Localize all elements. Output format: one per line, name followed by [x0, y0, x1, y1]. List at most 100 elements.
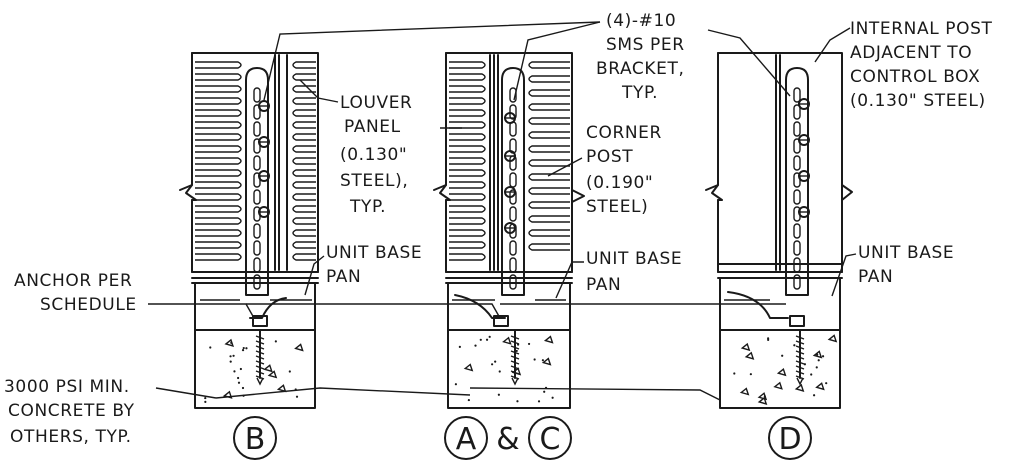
louver-slat — [195, 205, 242, 213]
aggregate-dot — [467, 398, 470, 402]
aggregate-dot — [821, 355, 825, 358]
aggregate-dot — [803, 363, 807, 366]
louver-slat — [195, 121, 242, 129]
aggregate-stone — [773, 381, 783, 390]
louver-slat — [528, 229, 570, 237]
callouts: (4)-#10 SMS PER BRACKET, TYP. INTERNAL P… — [4, 11, 992, 447]
corner-post-leader — [547, 157, 583, 177]
louver-slat — [528, 103, 570, 111]
detail-d-break-mark-left — [705, 184, 723, 201]
tag-c-circle — [528, 416, 572, 460]
thread-mark — [510, 340, 520, 345]
aggregate-stone — [267, 370, 278, 379]
louver-slat — [195, 217, 242, 225]
louver-slat — [449, 217, 486, 225]
tag-c: C — [540, 422, 561, 457]
detail-d-screws — [798, 98, 810, 218]
bracket-slot — [509, 257, 517, 273]
screw-head — [798, 206, 810, 218]
louver-slat — [449, 205, 486, 213]
louver-slat — [195, 61, 242, 69]
louver-slat — [292, 169, 316, 177]
thread-mark — [255, 365, 265, 370]
sms-leader-ac — [513, 21, 601, 101]
detail-b-concrete — [194, 329, 316, 409]
louver-slat — [449, 145, 486, 153]
louver-slat — [292, 97, 316, 105]
thread-mark — [255, 360, 265, 365]
aggregate-dot — [239, 367, 242, 371]
bolt-tip — [256, 377, 264, 386]
aggregate-dot — [817, 359, 820, 362]
leader-lines — [148, 21, 857, 401]
bracket-slot — [793, 240, 801, 256]
corner-callout-line1: CORNER — [586, 123, 662, 143]
bracket-slot — [253, 257, 261, 273]
concrete-leader-ac — [215, 387, 471, 399]
thread-mark — [510, 335, 520, 340]
thread-mark — [795, 360, 805, 365]
aggregate-dot — [237, 381, 241, 384]
louver-slat — [449, 109, 486, 117]
louver-slat — [195, 229, 242, 237]
aggregate-dot — [488, 335, 491, 338]
corner-callout-line3: (0.190" — [586, 173, 653, 193]
aggregate-dot — [241, 349, 245, 352]
louver-slat — [528, 159, 570, 167]
aggregate-dot — [229, 355, 232, 358]
internal-post-leader — [814, 27, 851, 63]
screw-head — [798, 98, 810, 110]
sms-leader-b — [263, 21, 601, 101]
aggregate-dot — [245, 347, 248, 350]
louver-slat — [292, 181, 316, 189]
detail-ac-screws — [504, 112, 516, 234]
detail-b-bracket-slots — [253, 87, 261, 290]
louver-slat — [528, 89, 570, 97]
louver-slat — [528, 145, 570, 153]
louver-slat — [195, 109, 242, 117]
aggregate-dot — [763, 395, 766, 398]
louver-slat — [292, 157, 316, 165]
detail-b-louver-slats-right — [292, 61, 316, 261]
bracket-slot — [509, 121, 517, 137]
screw-head — [504, 150, 516, 162]
aggregate-dot — [485, 338, 489, 341]
aggregate-dot — [233, 370, 236, 373]
concrete-leader-b — [155, 387, 217, 399]
aggregate-stone — [827, 334, 838, 343]
anchor-leader — [148, 303, 255, 319]
basepan-leader-b — [304, 255, 325, 296]
louver-slat — [195, 241, 242, 249]
aggregate-dot — [491, 363, 494, 366]
thread-mark — [255, 350, 265, 355]
louver-slat — [195, 133, 242, 141]
aggregate-dot — [230, 341, 233, 344]
screw-head — [258, 206, 270, 218]
louver-leader-b — [299, 79, 339, 103]
aggregate-dot — [749, 373, 752, 376]
louver-slat — [292, 133, 316, 141]
thread-mark — [255, 355, 265, 360]
aggregate-stone — [744, 351, 755, 360]
thread-mark — [795, 340, 805, 345]
detail-b-base-pan — [191, 271, 319, 284]
louver-slat — [449, 169, 486, 177]
bracket-slot — [793, 189, 801, 205]
corner-callout-line4: STEEL) — [586, 197, 648, 217]
aggregate-dot — [810, 373, 813, 376]
bracket-slot — [793, 121, 801, 137]
louver-slat — [449, 133, 486, 141]
detail-d-concrete — [719, 329, 841, 409]
detail-ac-clip — [454, 294, 506, 319]
bolt-tip — [511, 377, 519, 386]
aggregate-stone — [541, 357, 552, 366]
detail-ac-corner-slats — [528, 61, 570, 251]
louver-callout-line5: TYP. — [349, 197, 386, 217]
concrete-callout-line3: OTHERS, TYP. — [10, 427, 132, 447]
aggregate-dot — [288, 370, 291, 373]
tag-b: B — [245, 422, 266, 457]
louver-slat — [195, 193, 242, 201]
louver-callout-line3: (0.130" — [340, 145, 407, 165]
screw-head — [258, 100, 270, 112]
detail-ac-post — [489, 54, 499, 271]
